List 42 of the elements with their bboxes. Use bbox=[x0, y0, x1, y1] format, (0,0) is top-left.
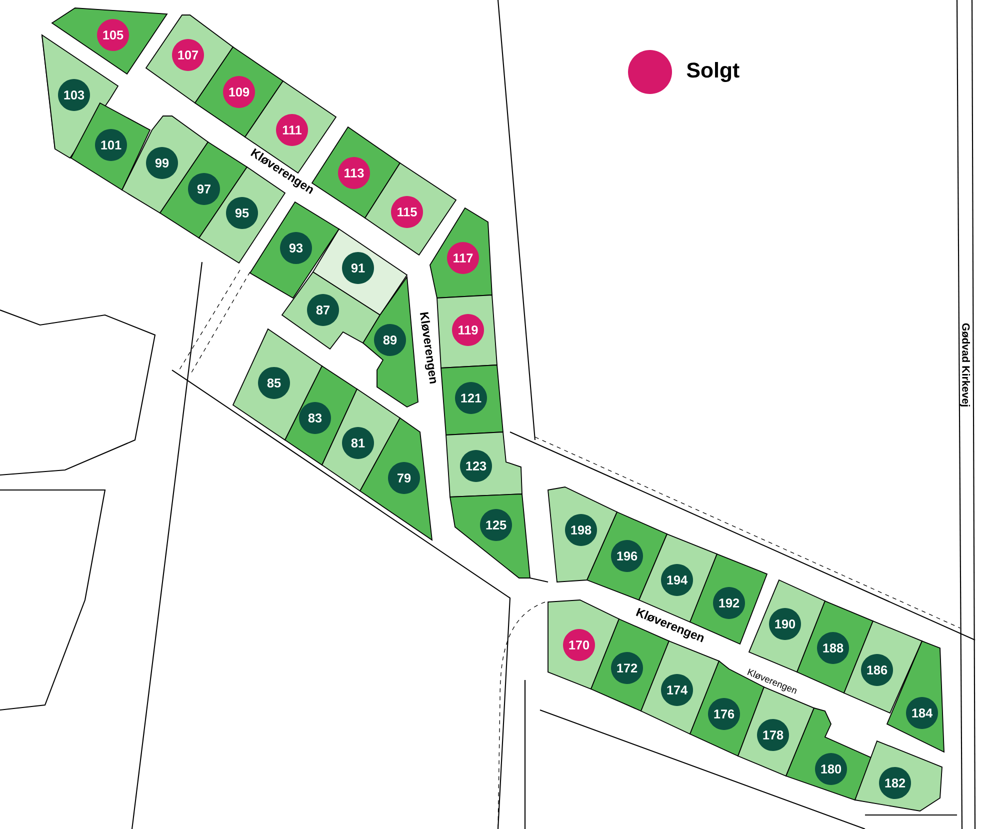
lot-number: 174 bbox=[661, 674, 693, 706]
lot-number: 93 bbox=[280, 232, 312, 264]
lot-number: 87 bbox=[307, 294, 339, 326]
lot-number: 172 bbox=[611, 652, 643, 684]
lot-number: 123 bbox=[460, 450, 492, 482]
lot-number: 186 bbox=[861, 654, 893, 686]
lot-number: 91 bbox=[342, 252, 374, 284]
lot-number: 182 bbox=[879, 767, 911, 800]
lot-number: 111 bbox=[276, 114, 308, 146]
lot-number: 115 bbox=[391, 196, 423, 228]
legend-label: Solgt bbox=[686, 62, 740, 82]
lot-number: 117 bbox=[447, 242, 479, 274]
lot-number: 97 bbox=[188, 173, 220, 205]
lot-number: 113 bbox=[338, 157, 370, 189]
lot-number: 119 bbox=[452, 314, 484, 346]
lot-number: 198 bbox=[565, 514, 597, 546]
lot-number: 99 bbox=[146, 147, 178, 179]
lot-number: 196 bbox=[611, 540, 643, 572]
lot-number: 192 bbox=[713, 587, 745, 619]
lot-number: 125 bbox=[480, 509, 512, 541]
road-name: Kløverengen bbox=[420, 312, 436, 384]
lot-number: 85 bbox=[258, 367, 290, 399]
lot-number: 79 bbox=[388, 462, 420, 494]
lot-number: 95 bbox=[226, 197, 258, 229]
lot-number: 105 bbox=[97, 19, 129, 51]
lot-number: 194 bbox=[661, 564, 693, 596]
lot-number: 188 bbox=[817, 632, 849, 664]
lot-number: 178 bbox=[757, 719, 789, 751]
lot-number: 180 bbox=[815, 753, 847, 786]
lot-number: 190 bbox=[769, 608, 801, 640]
lot-number: 89 bbox=[374, 324, 406, 356]
lot-number: 103 bbox=[58, 79, 90, 111]
lot-number: 101 bbox=[95, 129, 127, 161]
lot-number: 121 bbox=[455, 382, 487, 414]
lot-number: 109 bbox=[223, 76, 255, 108]
lot-number: 107 bbox=[172, 39, 204, 71]
lot-number: 83 bbox=[299, 402, 331, 434]
road-name: Gødvad Kirkevej bbox=[960, 323, 970, 406]
lot-number: 184 bbox=[906, 697, 938, 729]
lot-number: 176 bbox=[708, 698, 740, 730]
lot-number: 81 bbox=[342, 427, 374, 459]
lot-number: 170 bbox=[563, 629, 595, 661]
